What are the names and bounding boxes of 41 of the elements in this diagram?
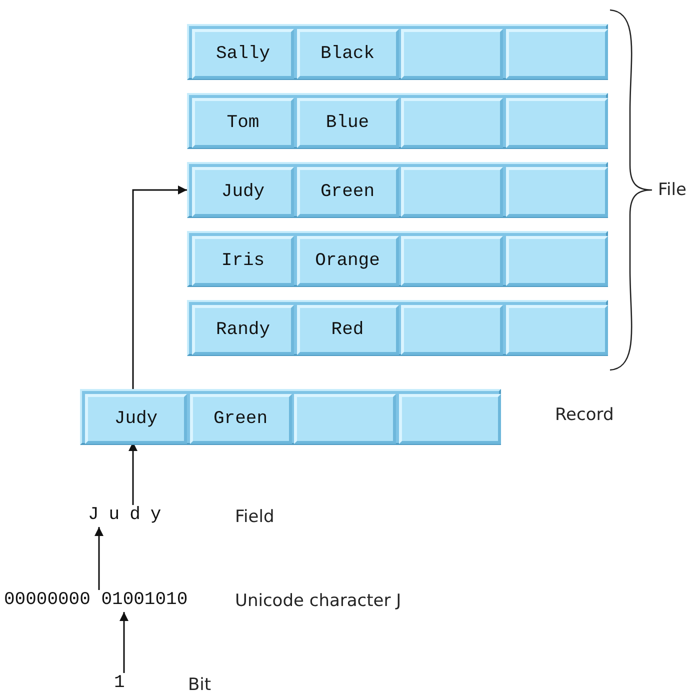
field-cell: Green — [190, 394, 292, 444]
record-bar — [187, 231, 608, 287]
empty-field-cell — [506, 98, 608, 148]
field-cell: Red — [296, 305, 398, 355]
empty-field-cell — [294, 394, 396, 444]
empty-field-cell — [401, 236, 503, 286]
record-bar — [187, 93, 608, 149]
record-bar — [187, 300, 608, 356]
empty-field-cell — [506, 305, 608, 355]
field-cell: Randy — [192, 305, 294, 355]
empty-field-cell — [401, 29, 503, 79]
field-cell: Black — [296, 29, 398, 79]
bit-text: 1 — [114, 673, 134, 691]
arrow — [120, 612, 128, 673]
field-cell: Sally — [192, 29, 294, 79]
binary-text: 00000000 01001010 — [4, 590, 200, 612]
field-cell: Green — [296, 167, 398, 217]
empty-field-cell — [506, 167, 608, 217]
field-text: Judy — [88, 505, 180, 527]
field-cell: Iris — [192, 236, 294, 286]
field-cell: Tom — [192, 98, 294, 148]
record-label: Record — [555, 405, 614, 425]
field-cell: Judy — [192, 167, 294, 217]
field-cell: Judy — [85, 394, 187, 444]
field-cell: Blue — [296, 98, 398, 148]
record-bar — [187, 162, 608, 218]
arrow — [132, 186, 187, 389]
empty-field-cell — [398, 394, 500, 444]
bit-label: Bit — [188, 675, 212, 691]
empty-field-cell — [506, 236, 608, 286]
empty-field-cell — [401, 305, 503, 355]
arrow — [94, 527, 104, 590]
empty-field-cell — [506, 29, 608, 79]
file-label: File — [658, 180, 686, 200]
field-cell: Orange — [296, 236, 398, 286]
character-label: Unicode character J — [235, 591, 402, 611]
record-bar — [187, 24, 608, 80]
empty-field-cell — [401, 167, 503, 217]
empty-field-cell — [401, 98, 503, 148]
record-bar — [80, 389, 501, 445]
field-label: Field — [235, 507, 274, 527]
